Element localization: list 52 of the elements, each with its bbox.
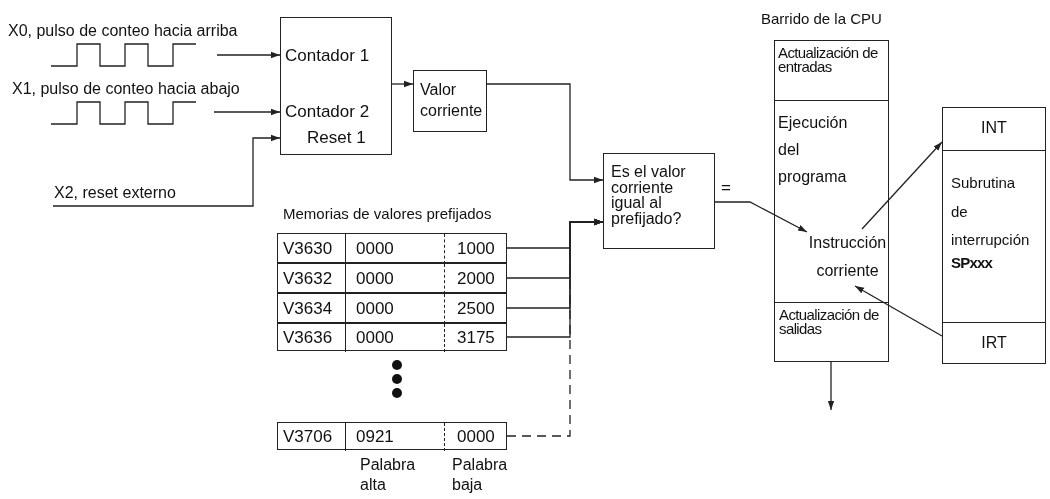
arrow bbox=[391, 80, 414, 88]
input-label: X2, reset externo bbox=[54, 184, 176, 203]
table-row bbox=[277, 422, 507, 450]
scan-stage-box bbox=[774, 100, 889, 303]
column-caption: Palabra baja bbox=[452, 455, 509, 495]
input-label: X0, pulso de conteo hacia arriba bbox=[8, 22, 238, 41]
reset-input-label: Reset 1 bbox=[307, 128, 366, 148]
interrupt-return-box bbox=[942, 322, 1046, 364]
memory-address: V3636 bbox=[278, 324, 346, 352]
scan-stage-box bbox=[774, 40, 889, 101]
high-word-value: 0000 bbox=[355, 268, 395, 290]
return-label: IRT bbox=[980, 334, 1008, 353]
table-row bbox=[277, 233, 507, 263]
table-heading: Memorias de valores prefijados bbox=[283, 205, 492, 223]
counter-block bbox=[280, 17, 392, 155]
counter-input-label: Contador 1 bbox=[285, 46, 370, 66]
input-label: X1, pulso de conteo hacia abajo bbox=[12, 80, 240, 99]
arrow bbox=[486, 83, 604, 184]
subroutine-label: Subrutina de interrupción bbox=[951, 173, 1031, 250]
high-word-value: 0000 bbox=[355, 238, 395, 260]
arrow bbox=[52, 134, 281, 207]
scan-stage-box bbox=[774, 302, 889, 362]
table-row bbox=[277, 323, 507, 351]
stage-label: Ejecución del programa bbox=[778, 113, 849, 188]
scan-heading: Barrido de la CPU bbox=[761, 10, 882, 28]
memory-address: V3706 bbox=[278, 423, 346, 451]
subroutine-name: SPxxx bbox=[951, 254, 993, 272]
interrupt-box bbox=[942, 107, 1046, 151]
value-box bbox=[413, 70, 487, 132]
arrow bbox=[213, 108, 281, 116]
table-row bbox=[277, 263, 507, 293]
arrow bbox=[854, 285, 943, 337]
high-word-value: 0000 bbox=[355, 327, 395, 349]
low-word-value: 3175 bbox=[444, 324, 508, 352]
counter-input-label: Contador 2 bbox=[285, 102, 370, 122]
comparison-question: Es el valor corriente igual al prefijado? bbox=[611, 164, 687, 227]
low-word-value: 0000 bbox=[444, 423, 508, 451]
arrow bbox=[861, 141, 943, 230]
stage-label: Actualización de entradas bbox=[778, 46, 878, 75]
high-word-value: 0921 bbox=[355, 426, 395, 448]
arrow bbox=[216, 51, 281, 59]
outgoing-arrow bbox=[827, 361, 835, 411]
interrupt-label: INT bbox=[980, 119, 1008, 138]
high-word-value: 0000 bbox=[355, 298, 395, 320]
decision-box bbox=[603, 153, 715, 249]
subroutine-box bbox=[942, 150, 1046, 323]
current-instruction-label: Instrucción corriente bbox=[807, 233, 888, 281]
column-caption: Palabra alta bbox=[360, 455, 417, 495]
value-label: Valor corriente bbox=[420, 80, 484, 121]
arrow bbox=[714, 201, 808, 233]
stage-label: Actualización de salidas bbox=[779, 308, 879, 337]
table-row bbox=[277, 293, 507, 323]
